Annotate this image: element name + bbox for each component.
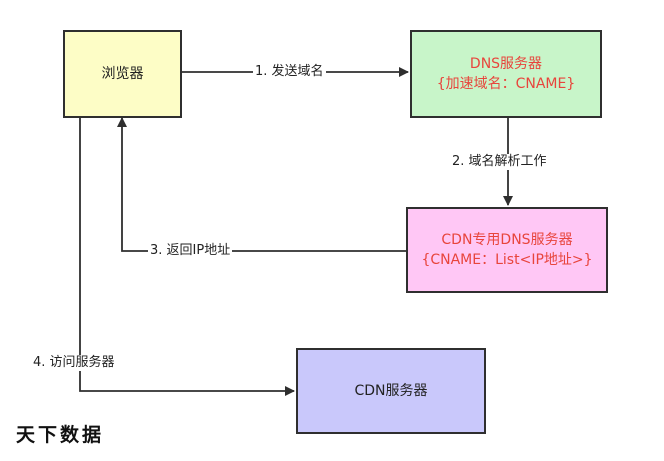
cdn-dns-server-title: CDN专用DNS服务器 <box>441 232 573 248</box>
cdn-dns-server-node: CDN专用DNS服务器 {CNAME：List<IP地址>} <box>406 207 608 293</box>
cdn-server-node: CDN服务器 <box>296 348 486 434</box>
edge-label-send-domain: 1. 发送域名 <box>253 64 326 80</box>
edge-label-domain-resolution: 2. 域名解析工作 <box>450 154 549 170</box>
edge-label-access-server: 4. 访问服务器 <box>31 355 117 371</box>
browser-node: 浏览器 <box>63 30 182 118</box>
cdn-dns-server-record: {CNAME：List<IP地址>} <box>421 252 593 268</box>
browser-node-label: 浏览器 <box>101 66 144 82</box>
dns-server-title: DNS服务器 <box>469 56 543 72</box>
cdn-server-label: CDN服务器 <box>354 383 428 399</box>
edge-cdn-dns-to-browser <box>117 117 406 252</box>
watermark-logo-text: 天下数据 <box>16 424 105 446</box>
dns-server-node: DNS服务器 {加速域名：CNAME} <box>410 30 602 118</box>
edge-browser-to-cdn <box>79 118 295 396</box>
edge-label-return-ip: 3. 返回IP地址 <box>148 243 233 259</box>
dns-server-record: {加速域名：CNAME} <box>436 76 576 92</box>
